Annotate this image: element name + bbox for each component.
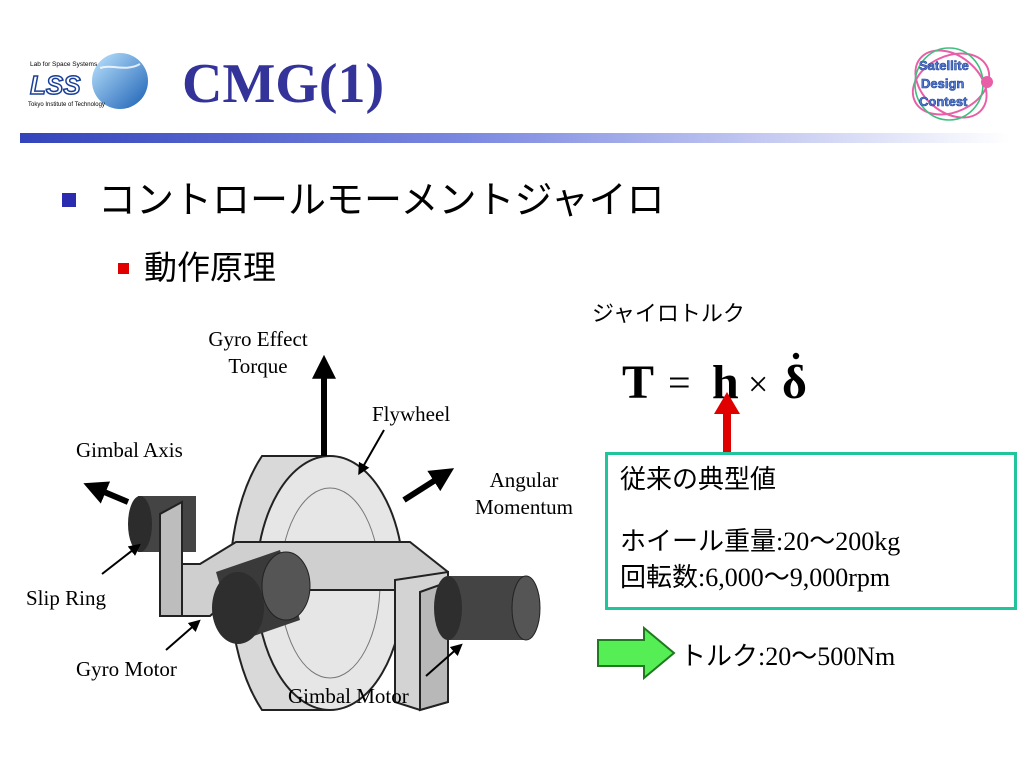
label-angular-line1: Angular bbox=[490, 468, 559, 492]
title-divider bbox=[20, 133, 1010, 143]
label-slip-ring: Slip Ring bbox=[26, 586, 106, 610]
cmg-diagram: Gyro Effect Torque Flywheel Gimbal Axis … bbox=[26, 327, 573, 712]
gyro-torque-label: ジャイロトルク bbox=[592, 302, 745, 327]
formula-torque-symbol: T bbox=[622, 356, 654, 409]
sdc-logo-line3: Contest bbox=[919, 94, 968, 109]
rotation-speed-label: 回転数 bbox=[620, 563, 699, 593]
formula-delta-symbol: δ bbox=[782, 356, 807, 409]
gimbal-motor-pointer bbox=[425, 643, 463, 677]
slip-ring-pointer bbox=[101, 543, 141, 575]
lss-logo-mark: LSS bbox=[30, 70, 81, 100]
gyro-motor bbox=[212, 550, 311, 644]
torque-value: :20〜500Nm bbox=[758, 642, 896, 671]
torque-result: トルク:20〜500Nm bbox=[680, 640, 895, 674]
torque-label: トルク bbox=[680, 642, 759, 672]
flywheel-pointer bbox=[358, 429, 385, 476]
label-gimbal-motor: Gimbal Motor bbox=[288, 684, 409, 708]
sdc-logo-line1: Satellite bbox=[919, 58, 969, 73]
formula-equals: = bbox=[668, 360, 691, 405]
sdc-logo-line2: Design bbox=[921, 76, 964, 91]
lss-logo-top-text: Lab for Space Systems bbox=[30, 61, 98, 68]
bullet-level2-text: 動作原理 bbox=[144, 248, 276, 287]
rotation-speed-value: :6,000〜9,000rpm bbox=[698, 563, 891, 592]
lss-logo: Lab for Space Systems LSS Tokyo Institut… bbox=[28, 53, 148, 109]
label-gyro-effect-line2: Torque bbox=[228, 354, 287, 378]
gyro-torque-formula: T = h × δ bbox=[622, 352, 807, 409]
rotation-speed-row: 回転数:6,000〜9,000rpm bbox=[620, 561, 890, 595]
gimbal-motor bbox=[434, 575, 541, 641]
satellite-design-contest-logo: Satellite Design Contest bbox=[911, 47, 993, 121]
formula-times: × bbox=[748, 364, 768, 404]
bullet-level1: コントロールモーメントジャイロ bbox=[62, 176, 665, 224]
wheel-weight-label: ホイール重量 bbox=[620, 527, 777, 557]
angular-momentum-arrow bbox=[402, 468, 455, 503]
wheel-weight-row: ホイール重量:20〜200kg bbox=[620, 525, 900, 559]
label-gimbal-axis: Gimbal Axis bbox=[76, 438, 183, 462]
typical-values-box: 従来の典型値 ホイール重量:20〜200kg 回転数:6,000〜9,000rp… bbox=[605, 452, 1017, 610]
label-flywheel: Flywheel bbox=[372, 402, 450, 426]
bullet-level1-text: コントロールモーメントジャイロ bbox=[98, 178, 665, 222]
red-up-arrow bbox=[714, 392, 740, 462]
lss-logo-bottom-text: Tokyo Institute of Technology bbox=[28, 102, 105, 108]
gimbal-axis-arrow bbox=[83, 481, 130, 505]
label-angular-line2: Momentum bbox=[475, 495, 573, 519]
typical-values-heading: 従来の典型値 bbox=[620, 465, 777, 495]
label-gyro-effect-line1: Gyro Effect bbox=[208, 327, 307, 351]
bullet-square-icon bbox=[118, 262, 129, 274]
wheel-weight-value: :20〜200kg bbox=[776, 527, 901, 556]
formula-delta-dot bbox=[792, 352, 800, 360]
label-gyro-motor: Gyro Motor bbox=[76, 657, 177, 681]
green-right-arrow-icon bbox=[597, 626, 676, 680]
bullet-level2: 動作原理 bbox=[118, 246, 276, 290]
bullet-square-icon bbox=[62, 193, 76, 207]
page-title: CMG(1) bbox=[182, 53, 385, 115]
gyro-motor-pointer bbox=[165, 619, 201, 651]
